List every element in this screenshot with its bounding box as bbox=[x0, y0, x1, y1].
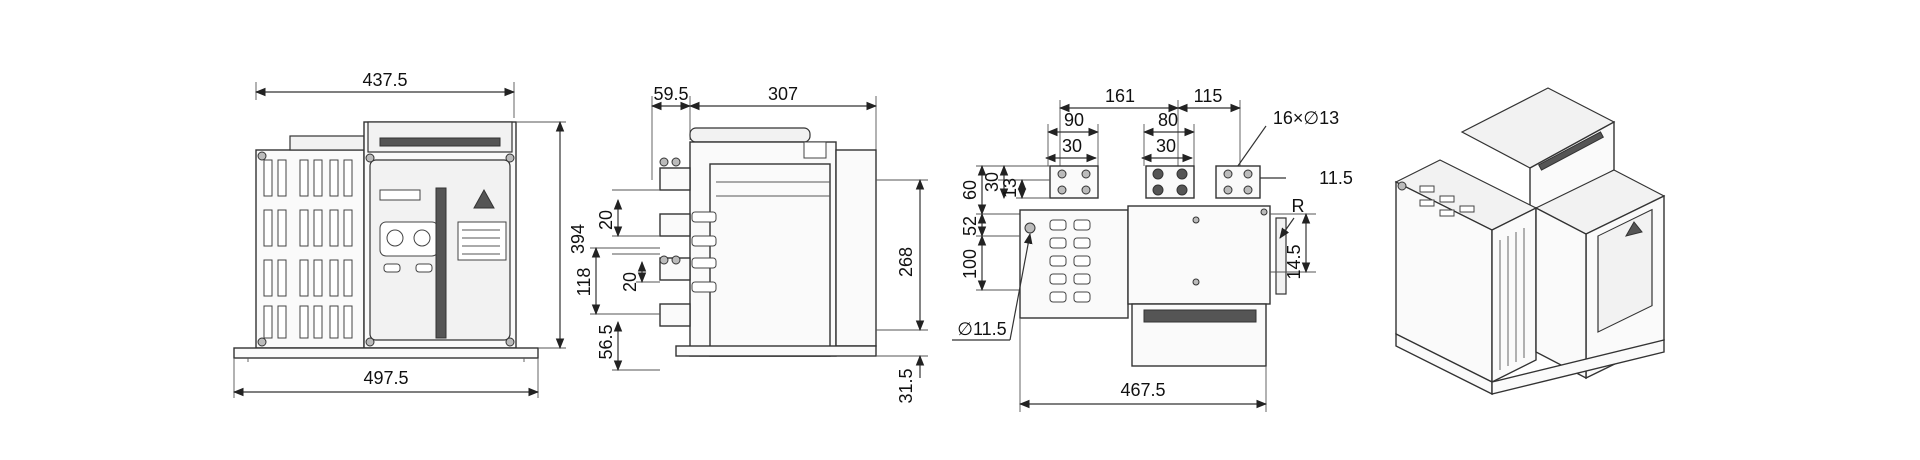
side-offset-20a-label: 20 bbox=[596, 210, 616, 230]
side-depth-body-label: 307 bbox=[768, 84, 798, 104]
top-dim-90-label: 90 bbox=[1064, 110, 1084, 130]
top-view: 161 115 90 80 30 30 16×∅13 bbox=[952, 86, 1353, 412]
top-radius-label: R bbox=[1292, 196, 1305, 216]
front-height-label: 394 bbox=[568, 224, 588, 254]
top-dim-30v-label: 30 bbox=[982, 172, 1002, 192]
side-offset-20b-label: 20 bbox=[620, 272, 640, 292]
top-terminals bbox=[1049, 165, 1261, 199]
iso-left-vents bbox=[1499, 228, 1525, 370]
warning-triangle-icon bbox=[473, 188, 495, 209]
top-dim-30a-label: 30 bbox=[1062, 136, 1082, 156]
front-width-bottom-label: 497.5 bbox=[363, 368, 408, 388]
front-view: 437.5 bbox=[232, 70, 588, 398]
front-left-vents bbox=[263, 159, 353, 339]
top-left-vents bbox=[1049, 219, 1091, 303]
front-width-top-label: 437.5 bbox=[362, 70, 407, 90]
isometric-view bbox=[1394, 87, 1666, 396]
top-dim-30b-label: 30 bbox=[1156, 136, 1176, 156]
top-dim-13-label: 13 bbox=[1000, 178, 1020, 198]
top-hole-dia-label: ∅11.5 bbox=[957, 319, 1006, 339]
top-dim-115-label: 115 bbox=[1194, 86, 1223, 106]
top-dim-161-label: 161 bbox=[1105, 86, 1135, 106]
top-dim-100-label: 100 bbox=[960, 249, 980, 279]
top-dim-14-5-label: 14.5 bbox=[1284, 244, 1304, 279]
side-terminals bbox=[659, 157, 717, 327]
side-offset-31-5-label: 31.5 bbox=[896, 368, 916, 403]
side-offset-118-label: 118 bbox=[574, 268, 594, 297]
top-dim-52-label: 52 bbox=[960, 216, 980, 236]
side-depth-front-label: 59.5 bbox=[653, 84, 688, 104]
top-width-bottom-label: 467.5 bbox=[1120, 380, 1165, 400]
top-dim-11-5-label: 11.5 bbox=[1319, 168, 1353, 188]
iso-left-panel-buttons bbox=[1419, 185, 1475, 217]
top-dim-80-label: 80 bbox=[1158, 110, 1178, 130]
top-holes-label: 16×∅13 bbox=[1273, 108, 1339, 128]
side-offset-56-5-label: 56.5 bbox=[596, 324, 616, 359]
iso-warning-triangle-icon bbox=[1624, 221, 1643, 237]
side-height-label: 268 bbox=[896, 247, 916, 277]
top-dim-60-label: 60 bbox=[960, 180, 980, 200]
side-view: 59.5 307 268 bbox=[574, 84, 928, 404]
